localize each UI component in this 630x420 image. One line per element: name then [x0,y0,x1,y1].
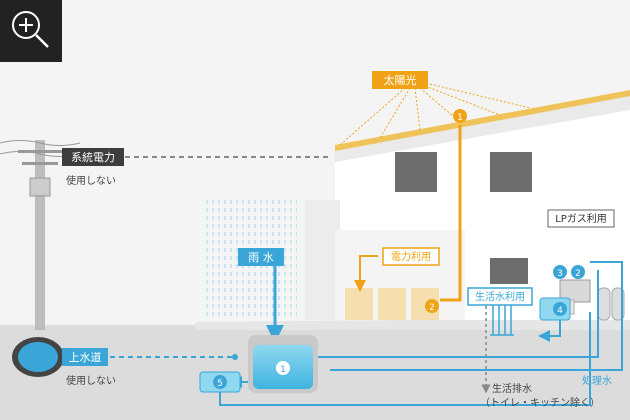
marker-power-2: 2 [425,299,439,313]
label-domestic-water: 生活水利用 [467,287,533,306]
svg-text:3: 3 [557,269,563,279]
tap-water-pipe [12,337,64,377]
marker-4: 4 [553,302,567,316]
ground-slab [195,318,630,330]
zoom-in-button[interactable] [0,0,62,62]
svg-text:太陽光: 太陽光 [384,73,417,87]
label-rain: 雨 水 [238,248,284,266]
svg-text:系統電力: 系統電力 [71,150,115,164]
tap-water-endpoint [232,354,238,360]
drain-pipes [490,305,514,336]
battery-box-1 [345,288,373,320]
utility-pole [0,140,81,330]
label-wastewater: 生活排水 [492,382,532,395]
svg-text:電力利用: 電力利用 [391,250,431,263]
gas-cylinder-1 [597,287,611,321]
marker-3: 3 [553,265,567,279]
svg-text:2: 2 [429,303,435,313]
window-3 [490,258,528,284]
marker-solar-1: 1 [453,109,467,123]
supply-line [318,270,599,358]
label-solar: 太陽光 [372,71,428,89]
svg-text:LPガス利用: LPガス利用 [555,213,607,225]
solar-power-line [440,125,462,302]
zoom-in-icon [12,11,49,48]
svg-text:4: 4 [557,306,563,316]
house-roof-edge [335,95,630,162]
water-heater-unit [559,279,591,303]
svg-text:1: 1 [457,113,463,123]
svg-text:雨 水: 雨 水 [248,251,274,264]
label-tap-water: 上水道 [62,348,108,366]
marker-gas-2: 2 [571,265,585,279]
battery-box-2 [378,288,406,320]
svg-text:1: 1 [280,365,286,375]
label-treated-water: 処理水 [582,374,612,387]
solar-panel [335,90,630,151]
label-wastewater-note: （トイレ・キッチン除く） [480,396,600,409]
svg-text:2: 2 [575,269,581,279]
marker-tank-1: 1 [276,361,290,375]
label-grid-not-used: 使用しない [66,174,116,187]
label-grid-power: 系統電力 [62,148,124,166]
svg-text:上水道: 上水道 [69,350,102,364]
svg-text:5: 5 [217,379,223,389]
return-line [219,312,591,406]
label-power-use: 電力利用 [382,247,440,266]
label-lpgas: LPガス利用 [547,209,615,228]
label-tap-not-used: 使用しない [66,374,116,387]
solar-rays [339,83,531,146]
marker-5: 5 [213,375,227,389]
power-use-line [354,255,378,292]
window-2 [490,152,532,192]
svg-text:生活水利用: 生活水利用 [475,290,525,303]
house-annex [305,200,340,320]
treated-water-line [330,261,623,371]
window-1 [395,152,437,192]
